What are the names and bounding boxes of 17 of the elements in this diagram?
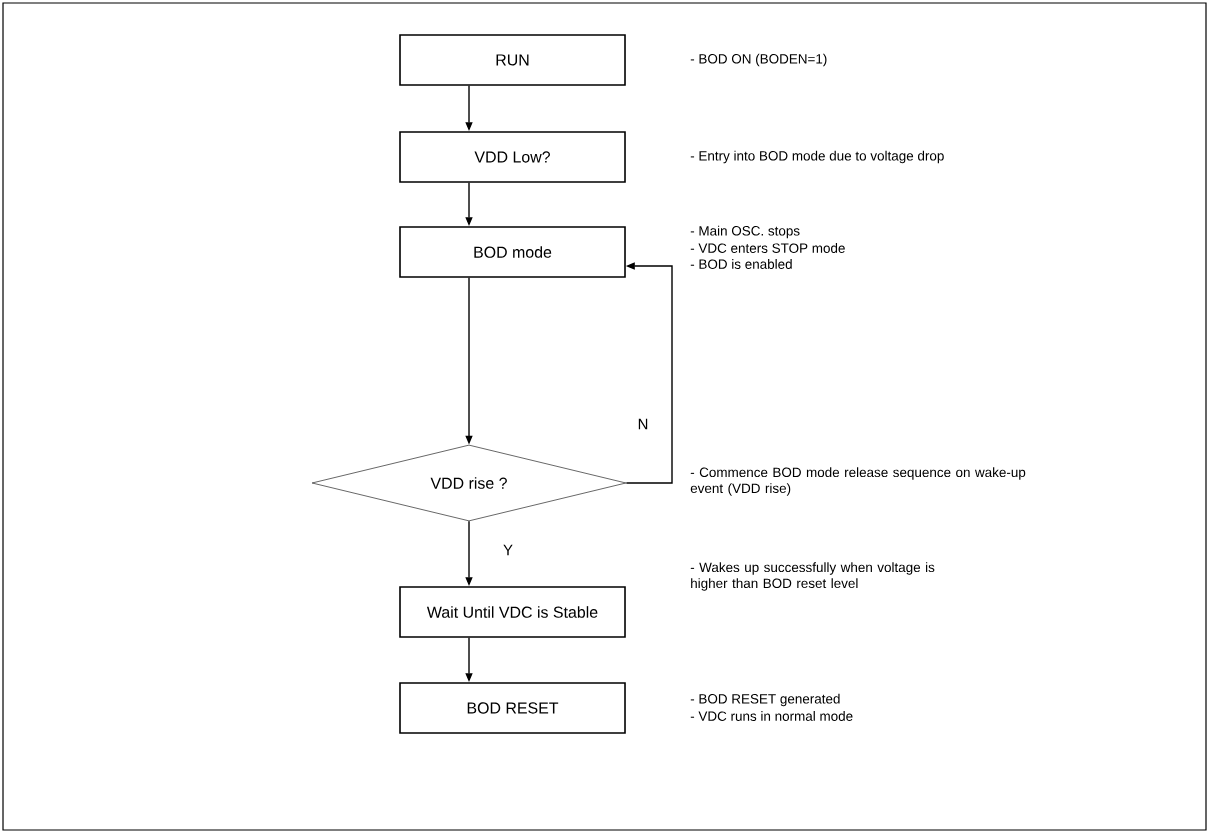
process-box: BOD RESET bbox=[399, 682, 626, 734]
process-box: Wait Until VDC is Stable bbox=[399, 586, 626, 638]
edge-label: N bbox=[636, 417, 650, 431]
note-text: - Main OSC. stops bbox=[690, 225, 800, 239]
arrow bbox=[625, 262, 673, 484]
note-text: - Commence BOD mode release sequence on wake-up event (VDD rise) bbox=[690, 467, 1026, 496]
note-text: - Wakes up successfully when voltage is higher than BOD reset level bbox=[690, 562, 935, 591]
process-box: VDD Low? bbox=[399, 131, 626, 183]
process-box: BOD mode bbox=[399, 226, 626, 278]
note-text: - BOD is enabled bbox=[690, 259, 792, 269]
edge-label: Y bbox=[502, 543, 514, 557]
process-box: RUN bbox=[399, 34, 626, 86]
note-text: - VDC runs in normal mode bbox=[690, 711, 853, 721]
note-text: - VDC enters STOP mode bbox=[690, 243, 845, 253]
note-text: - BOD RESET generated bbox=[690, 693, 840, 707]
note-text: - BOD ON (BODEN=1) bbox=[690, 53, 827, 67]
note-text: - Entry into BOD mode due to voltage drop bbox=[690, 150, 944, 164]
